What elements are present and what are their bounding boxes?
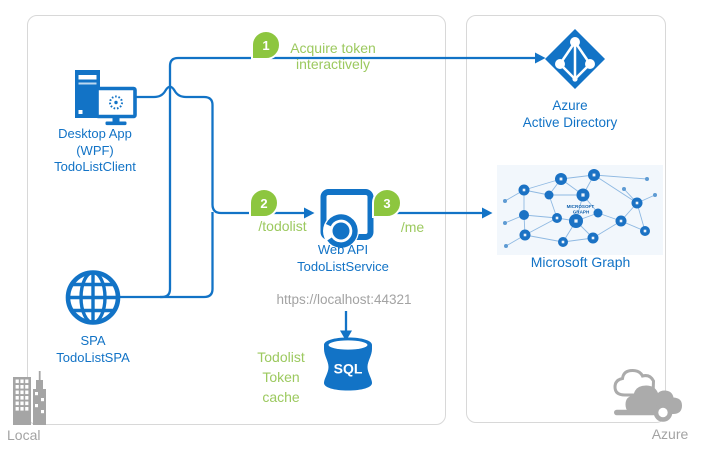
sql-cache-label-line3: cache xyxy=(262,389,300,405)
flow3-label: /me xyxy=(400,219,425,235)
sql-cache-label-line2: Token xyxy=(262,369,300,385)
desktop-computer-icon xyxy=(75,70,137,126)
webapi-label: Web API TodoListService xyxy=(268,242,418,275)
spa-label-line2: TodoListSPA xyxy=(56,349,130,365)
step3-badge: 3 xyxy=(372,188,402,218)
step1-badge: 1 xyxy=(251,30,281,60)
desktop-app-label-line2: (WPF) xyxy=(76,142,114,158)
azure-zone-label: Azure xyxy=(651,426,689,442)
spa-globe-icon xyxy=(65,270,121,325)
aad-label-line1: Azure xyxy=(552,98,588,113)
flow1-label-line2: interactively xyxy=(296,56,370,72)
web-api-icon xyxy=(320,189,374,248)
microsoft-graph-icon: MICROSOFT GRAPH xyxy=(497,165,663,255)
azure-cloud-icon xyxy=(613,368,682,422)
webapi-label-line2: TodoListService xyxy=(297,258,389,274)
webapi-label-line1: Web API xyxy=(317,242,369,257)
desktop-app-label-line3: TodoListClient xyxy=(54,159,136,174)
sql-icon-text: SQL xyxy=(334,361,363,377)
spa-label-line1: SPA xyxy=(80,333,106,348)
webapi-url: https://localhost:44321 xyxy=(276,292,412,307)
sql-cache-label: Todolist Token cache xyxy=(246,347,316,407)
desktop-app-label-line1: Desktop App xyxy=(58,126,132,141)
sql-database-icon: SQL xyxy=(324,337,372,391)
aad-label-line2: Active Directory xyxy=(522,115,618,130)
flow1-label-line1: Acquire token xyxy=(290,40,376,56)
sql-cache-label-line1: Todolist xyxy=(257,349,305,365)
local-buildings-icon xyxy=(13,371,46,425)
graph-label: Microsoft Graph xyxy=(530,254,631,270)
flow1-label: Acquire token interactively xyxy=(263,40,403,72)
spa-label: SPA TodoListSPA xyxy=(18,333,168,366)
local-zone-label: Local xyxy=(7,427,41,443)
graph-watermark: MICROSOFT GRAPH xyxy=(567,204,596,215)
azure-active-directory-icon xyxy=(545,29,605,89)
aad-label: Azure Active Directory xyxy=(495,97,645,131)
desktop-app-label: Desktop App (WPF) TodoListClient xyxy=(20,126,170,176)
flow2-label: /todolist xyxy=(258,218,307,234)
step2-badge: 2 xyxy=(249,188,279,218)
